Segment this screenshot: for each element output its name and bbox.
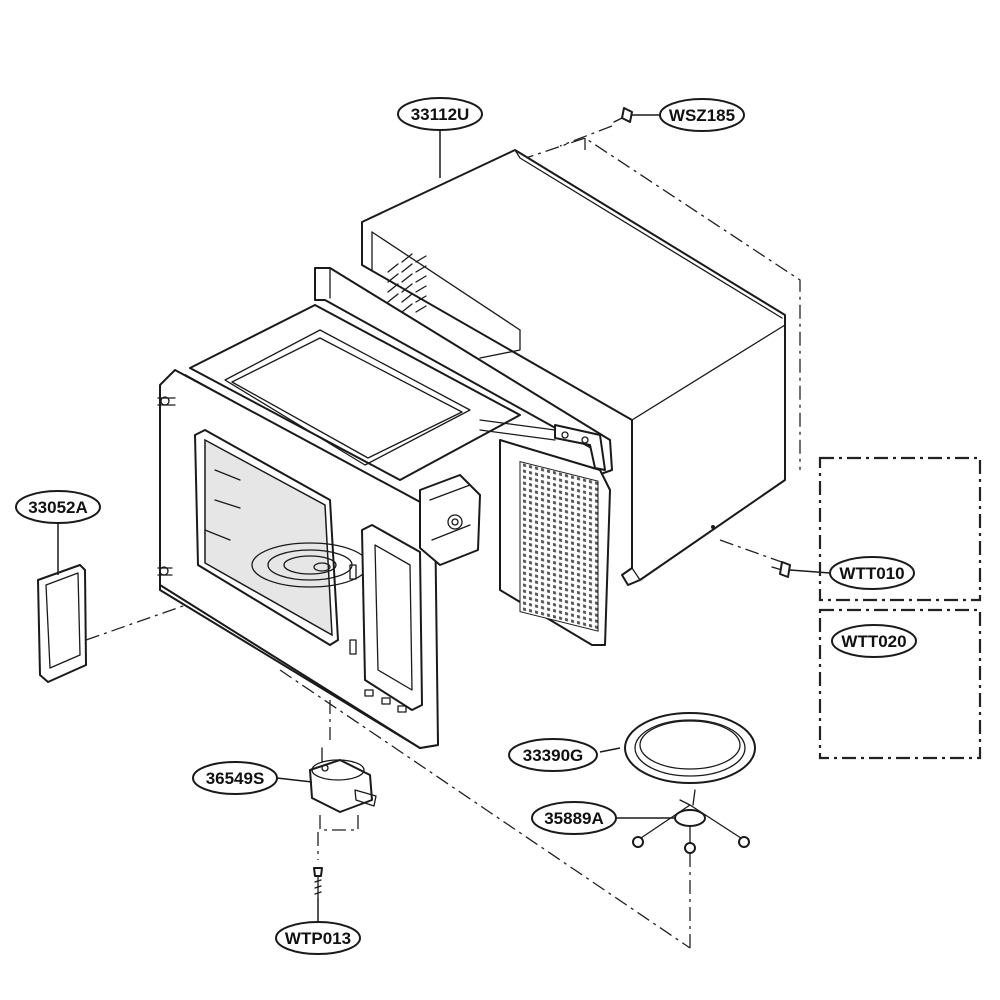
label-33390g: 33390G [523,746,584,765]
screw-wtt010 [771,561,831,578]
wtt020-box [818,608,982,760]
callout-33390g: 33390G [508,738,598,772]
label-36549s: 36549S [206,769,265,788]
callout-wsz185: WSZ185 [659,98,745,132]
turntable-motor [309,747,377,813]
label-wsz185: WSZ185 [669,106,735,125]
callout-33052a: 33052A [15,490,101,524]
callout-35889a: 35889A [531,801,617,835]
roller-support [632,789,750,854]
turntable-tray [624,712,756,784]
waveguide-cover [37,564,87,683]
label-wtt010: WTT010 [839,564,904,583]
screw-wsz185 [613,107,660,123]
callout-33112u: 33112U [397,97,483,131]
wtt010-box [818,456,982,602]
label-wtt020: WTT020 [841,632,906,651]
callout-36549s: 36549S [192,761,278,795]
label-35889a: 35889A [544,809,604,828]
label-33112u: 33112U [411,105,470,124]
callout-wtt010: WTT010 [829,556,915,590]
screw-wtp013 [313,867,323,922]
cabinet-vents [387,253,427,313]
callout-wtt020: WTT020 [831,624,917,658]
callout-wtp013: WTP013 [275,921,361,955]
outer-cabinet [361,149,786,586]
label-wtp013: WTP013 [285,929,351,948]
oven-chassis [157,267,613,749]
leader-33390g [599,747,621,753]
label-33052a: 33052A [28,498,88,517]
leader-36549s [276,777,313,783]
